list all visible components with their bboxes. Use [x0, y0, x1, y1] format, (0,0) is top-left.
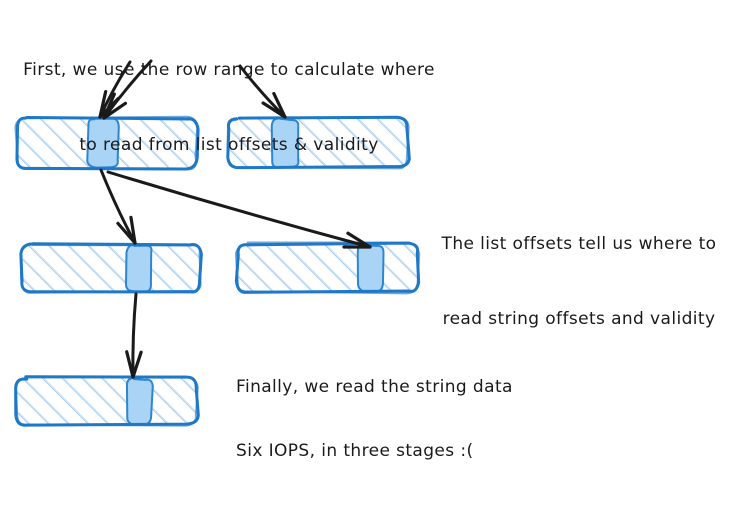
string-offsets-buffer-highlight-segment [126, 244, 151, 292]
string-offsets-buffer-hatch-fill-secondary [23, 244, 199, 292]
intro-caption-line-2: to read from list offsets & validity [14, 133, 444, 158]
diagram-canvas: First, we use the row range to calculate… [0, 0, 752, 437]
string-data-buffer-hatch-fill-secondary [17, 378, 196, 425]
arrow-string-offsets-to-string-data [127, 294, 141, 377]
iops-caption-line-1: Six IOPS, in three stages :( [236, 439, 474, 464]
string-validity-buffer-highlight-segment [358, 245, 384, 292]
string-validity-buffer [236, 242, 419, 293]
string-offsets-buffer [21, 243, 202, 293]
string-data-buffer [16, 377, 199, 426]
intro-caption-line-1: First, we use the row range to calculate… [14, 58, 444, 83]
intro-caption: First, we use the row range to calculate… [14, 8, 444, 208]
list-offsets-caption-line-1: The list offsets tell us where to [414, 232, 744, 257]
iops-caption: Six IOPS, in three stages :( [236, 389, 474, 514]
string-data-buffer-highlight-segment [127, 378, 153, 425]
string-validity-buffer-hatch-fill-secondary [237, 245, 418, 292]
